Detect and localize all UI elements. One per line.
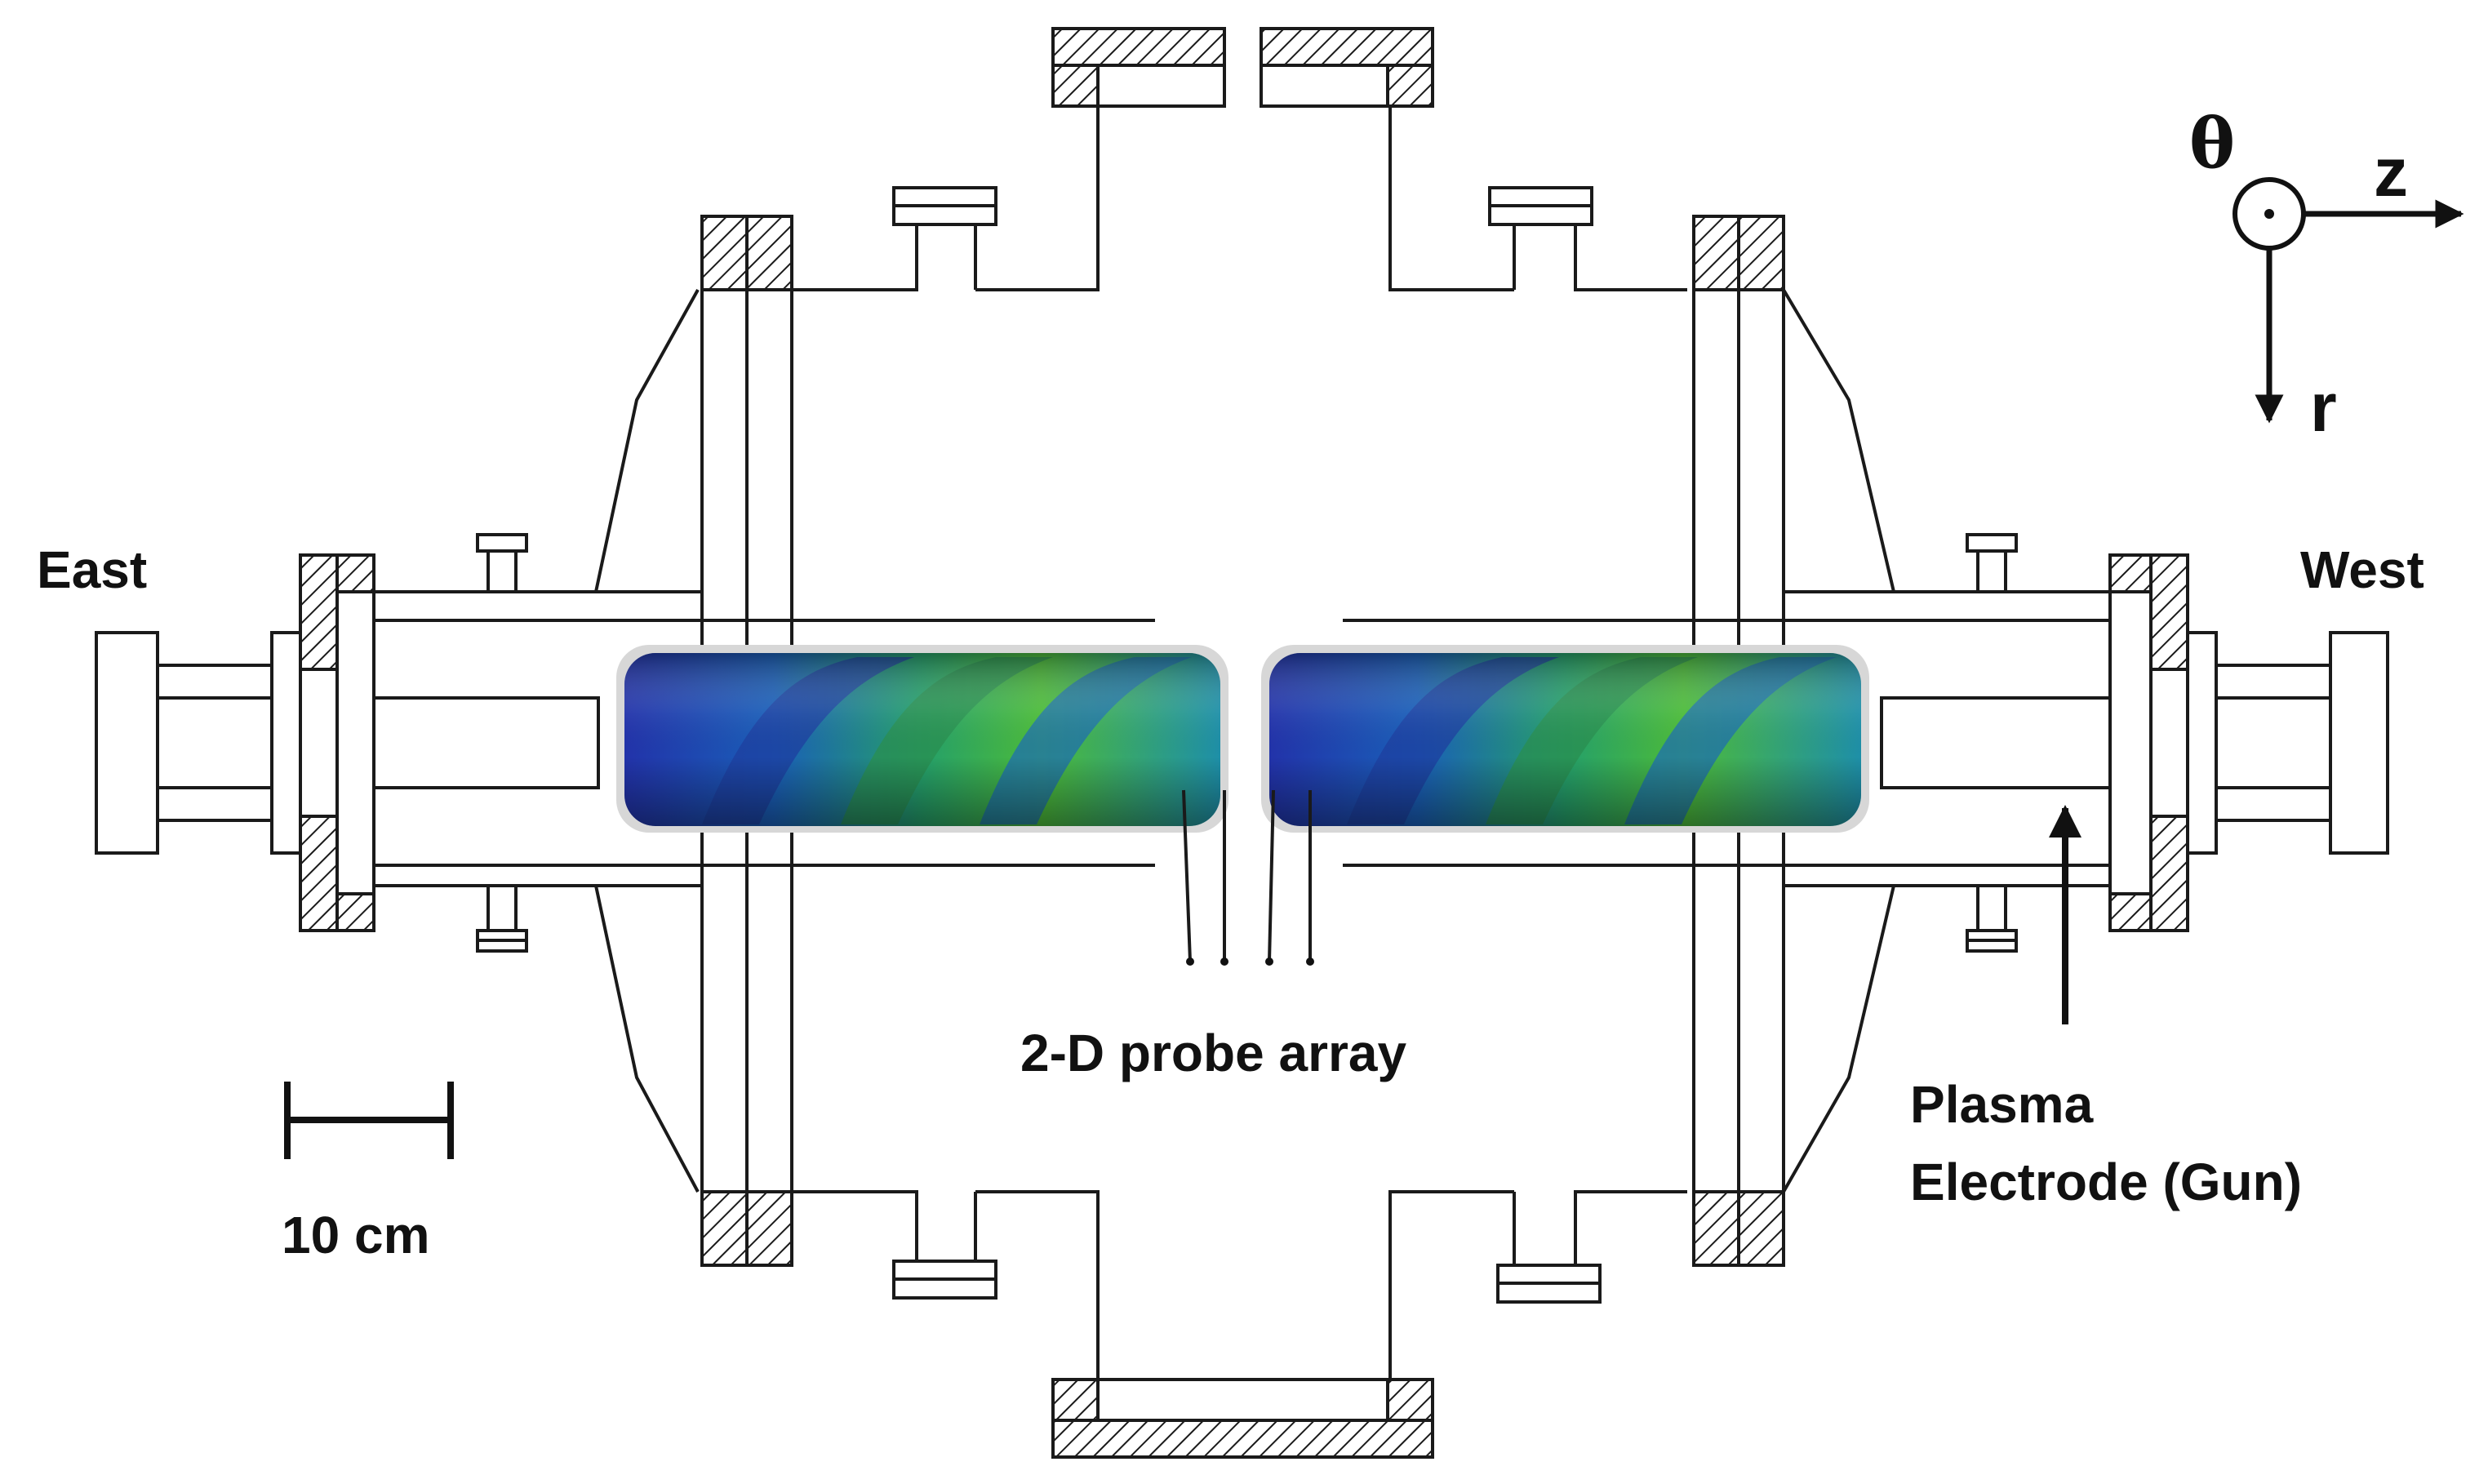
- horizontal-tube: [375, 590, 2110, 887]
- z-label: z: [2374, 134, 2408, 211]
- plasma-column-west: [1261, 645, 1869, 833]
- probe-array-label: 2-D probe array: [1020, 1024, 1406, 1082]
- gun-label-line1: Plasma: [1910, 1075, 2094, 1134]
- plasma-column-east: [616, 645, 1228, 833]
- east-end-assembly: [95, 533, 600, 953]
- scale-bar-label: 10 cm: [282, 1206, 429, 1264]
- port-flanges: [700, 27, 1785, 1459]
- east-label: East: [37, 540, 147, 599]
- scale-bar: [284, 1082, 454, 1159]
- r-label: r: [2310, 369, 2337, 446]
- theta-label: θ: [2189, 103, 2235, 184]
- west-label: West: [2300, 540, 2424, 599]
- west-end-assembly: [1880, 533, 2389, 953]
- probe-array: [1182, 789, 1314, 966]
- coordinate-axes: [2233, 177, 2464, 424]
- gun-label-line2: Electrode (Gun): [1910, 1153, 2302, 1211]
